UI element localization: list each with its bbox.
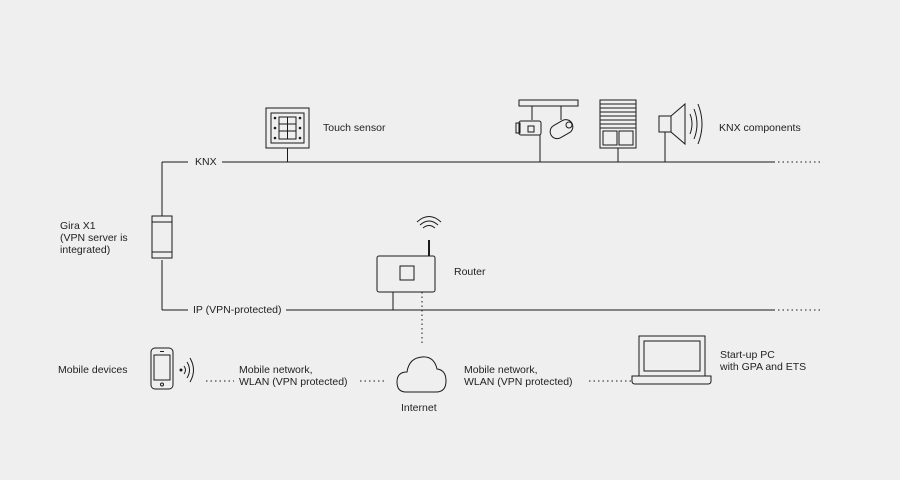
speaker-icon: [658, 102, 703, 162]
knx-bus-line: [161, 161, 820, 216]
mobile-devices-label: Mobile devices: [58, 364, 128, 376]
touch-sensor-icon: [265, 107, 310, 162]
blind-actuator-icon: [599, 99, 637, 162]
mobile-network-left-label: Mobile network, WLAN (VPN protected): [239, 364, 348, 388]
gira-x1-icon: [151, 215, 173, 259]
internet-label: Internet: [401, 402, 437, 414]
startup-pc-label: Start-up PC with GPA and ETS: [720, 349, 807, 373]
knx-bus-label: KNX: [195, 156, 217, 168]
wifi-icon: [416, 216, 442, 229]
touch-sensor-label: Touch sensor: [323, 122, 386, 134]
laptop-icon: [631, 335, 712, 385]
signal-icon: [179, 357, 194, 383]
router-icon: [376, 240, 436, 346]
knx-components-label: KNX components: [719, 122, 801, 134]
cloud-icon: [396, 356, 447, 393]
gira-x1-label: Gira X1 (VPN server is integrated): [60, 220, 128, 256]
router-label: Router: [454, 266, 486, 278]
mobile-network-right-label: Mobile network, WLAN (VPN protected): [464, 364, 573, 388]
smartphone-icon: [150, 347, 174, 390]
ip-line: [161, 260, 820, 311]
spotlight-icon: [515, 99, 579, 162]
ip-line-label: IP (VPN-protected): [193, 304, 282, 316]
